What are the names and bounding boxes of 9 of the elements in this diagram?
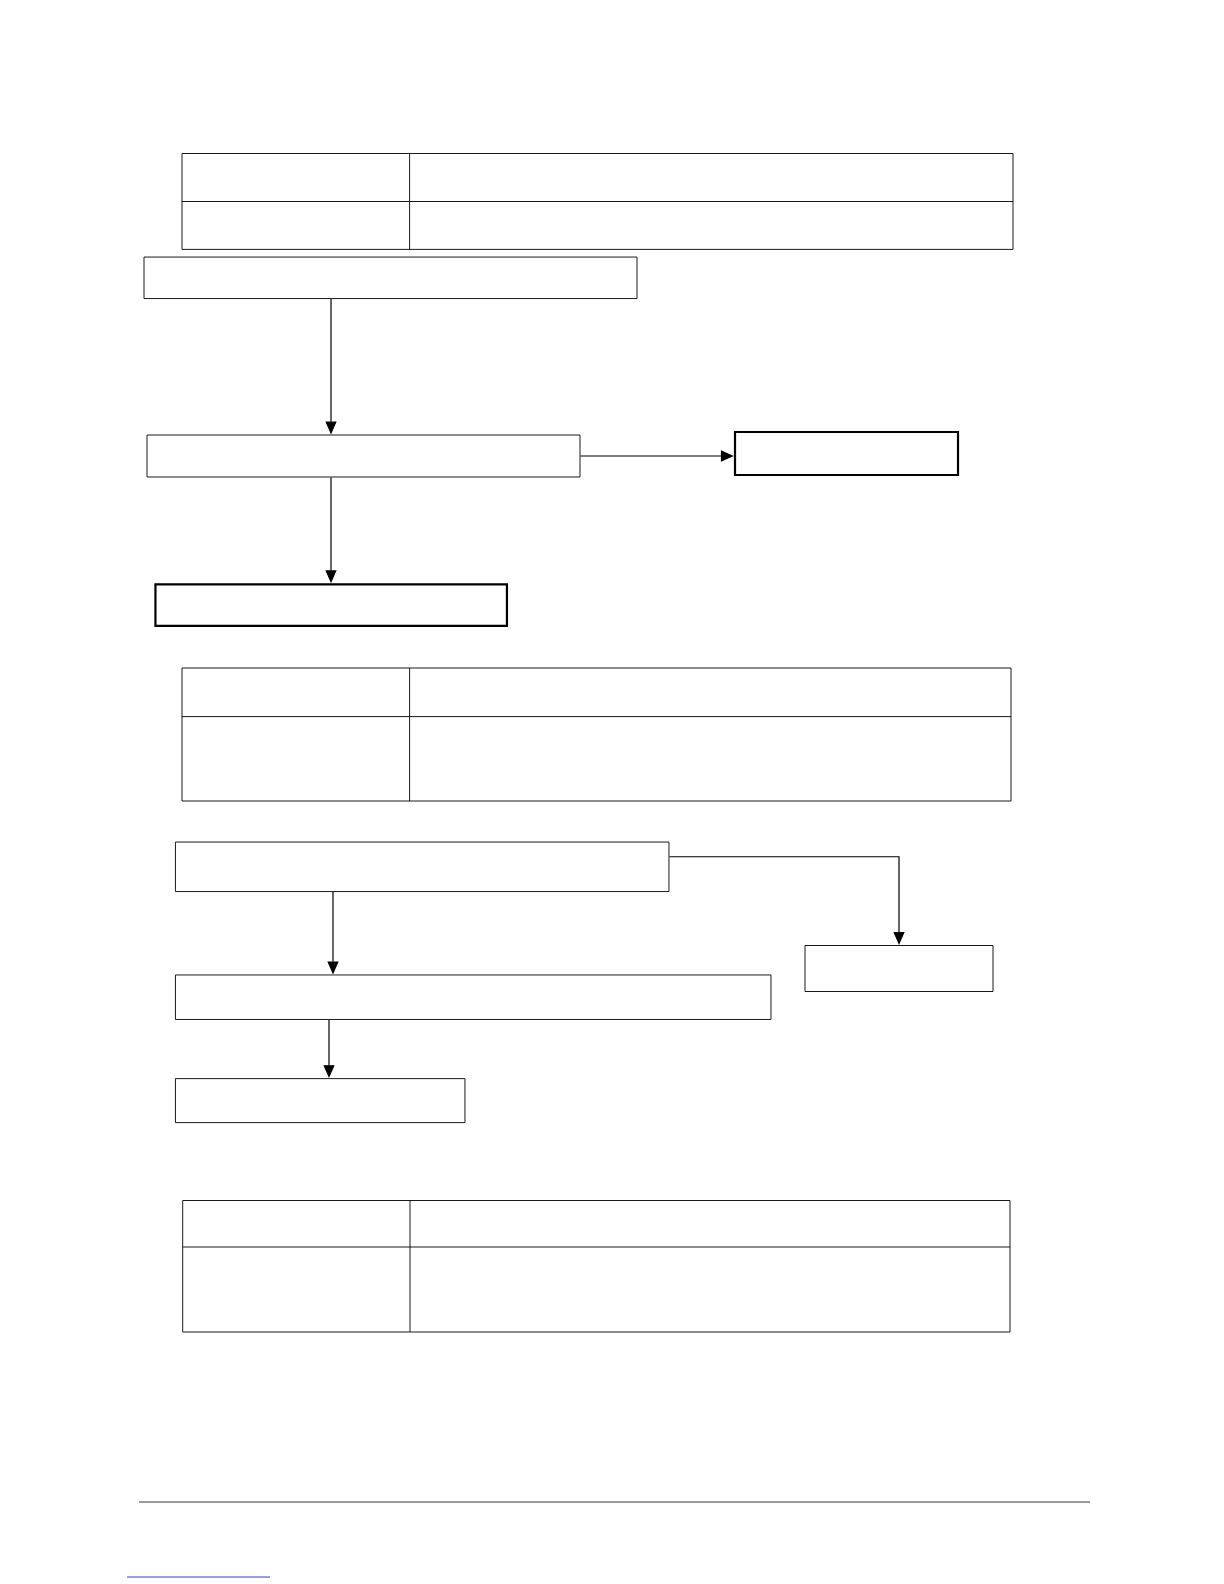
process-box <box>143 256 638 299</box>
process-box <box>175 974 772 1020</box>
process-box <box>175 1078 466 1124</box>
process-box <box>154 583 509 628</box>
process-box <box>175 841 670 892</box>
process-box <box>804 945 994 992</box>
arrow <box>668 856 905 945</box>
process-box <box>733 430 960 477</box>
process-box <box>146 434 581 478</box>
